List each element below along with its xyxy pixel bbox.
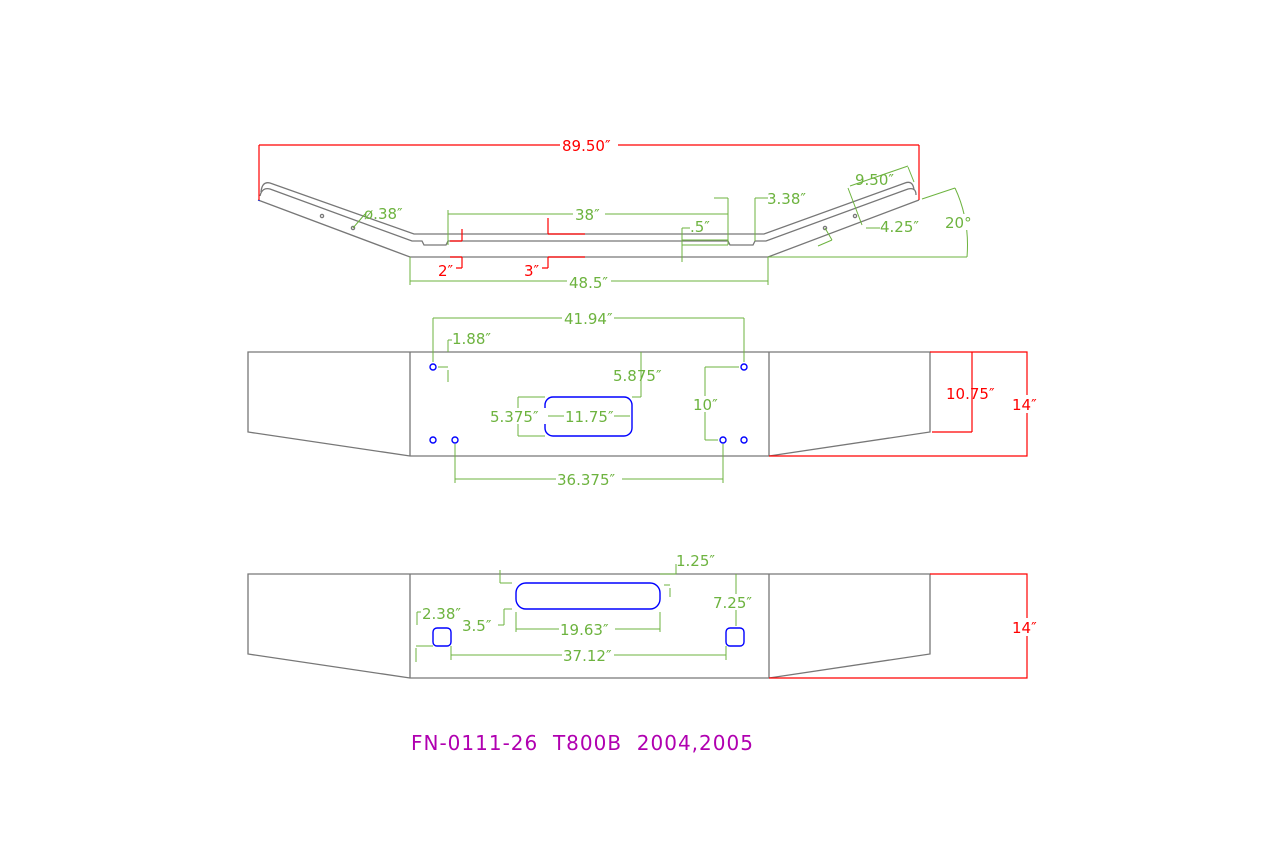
dim-rear-slot-side: 7.25″ — [713, 594, 752, 612]
dim-notch-offset: 3.38″ — [767, 190, 806, 208]
dim-bottom-length: 48.5″ — [569, 274, 608, 292]
dim-end-length: 9.50″ — [855, 171, 894, 189]
dim-front-height: 14″ — [1012, 396, 1037, 414]
dim-step-2: 2″ — [438, 262, 454, 280]
dim-rear-height: 14″ — [1012, 619, 1037, 637]
dim-hole-diameter: ø.38″ — [364, 205, 403, 223]
dim-hole-edge: 1.88″ — [452, 330, 491, 348]
drawing-title: FN-0111-26 T800B 2004,2005 — [411, 731, 754, 755]
front-view: 10.75″ 14″ 41.94″ 1.88″ 5.875″ 10″ 5.375… — [247, 310, 1037, 489]
dim-square-span: 37.12″ — [563, 647, 612, 665]
rear-slot — [515, 582, 661, 610]
dim-hole-vertical: 10″ — [693, 396, 718, 414]
dim-square-edge: 2.38″ — [422, 605, 461, 623]
dim-step-3: 3″ — [524, 262, 540, 280]
dim-rear-slot-left: 3.5″ — [462, 617, 492, 635]
dim-hole-span-bottom: 36.375″ — [557, 471, 615, 489]
top-outline-middle — [259, 187, 917, 246]
rear-view: 14″ 1.25″ 7.25″ 2.38″ 3.5″ 19.63″ 37.12″ — [247, 552, 1037, 679]
dim-slot-top: 5.875″ — [613, 367, 662, 385]
top-outline-lower — [257, 199, 920, 258]
dim-hole-offset: 4.25″ — [880, 218, 919, 236]
dim-rear-slot-top: 1.25″ — [676, 552, 715, 570]
dim-overall-length: 89.50″ — [562, 137, 611, 155]
dim-inner-length: 38″ — [575, 206, 600, 224]
dim-hole-span-top: 41.94″ — [564, 310, 613, 328]
top-outline-upper — [260, 181, 915, 235]
dim-step: .5″ — [690, 218, 710, 236]
dim-angle: 20° — [945, 214, 972, 232]
mounting-holes — [429, 363, 748, 444]
rear-square-right — [725, 627, 745, 647]
top-view: 89.50″ 38″ ø.38″ 3.38″ .5″ 9.50″ 4.25″ 2… — [257, 136, 974, 292]
dim-end-height: 10.75″ — [946, 385, 995, 403]
rear-square-left — [432, 627, 452, 647]
dim-slot-width: 11.75″ — [565, 408, 614, 426]
dim-slot-height: 5.375″ — [490, 408, 539, 426]
dim-rear-slot-width: 19.63″ — [560, 621, 609, 639]
